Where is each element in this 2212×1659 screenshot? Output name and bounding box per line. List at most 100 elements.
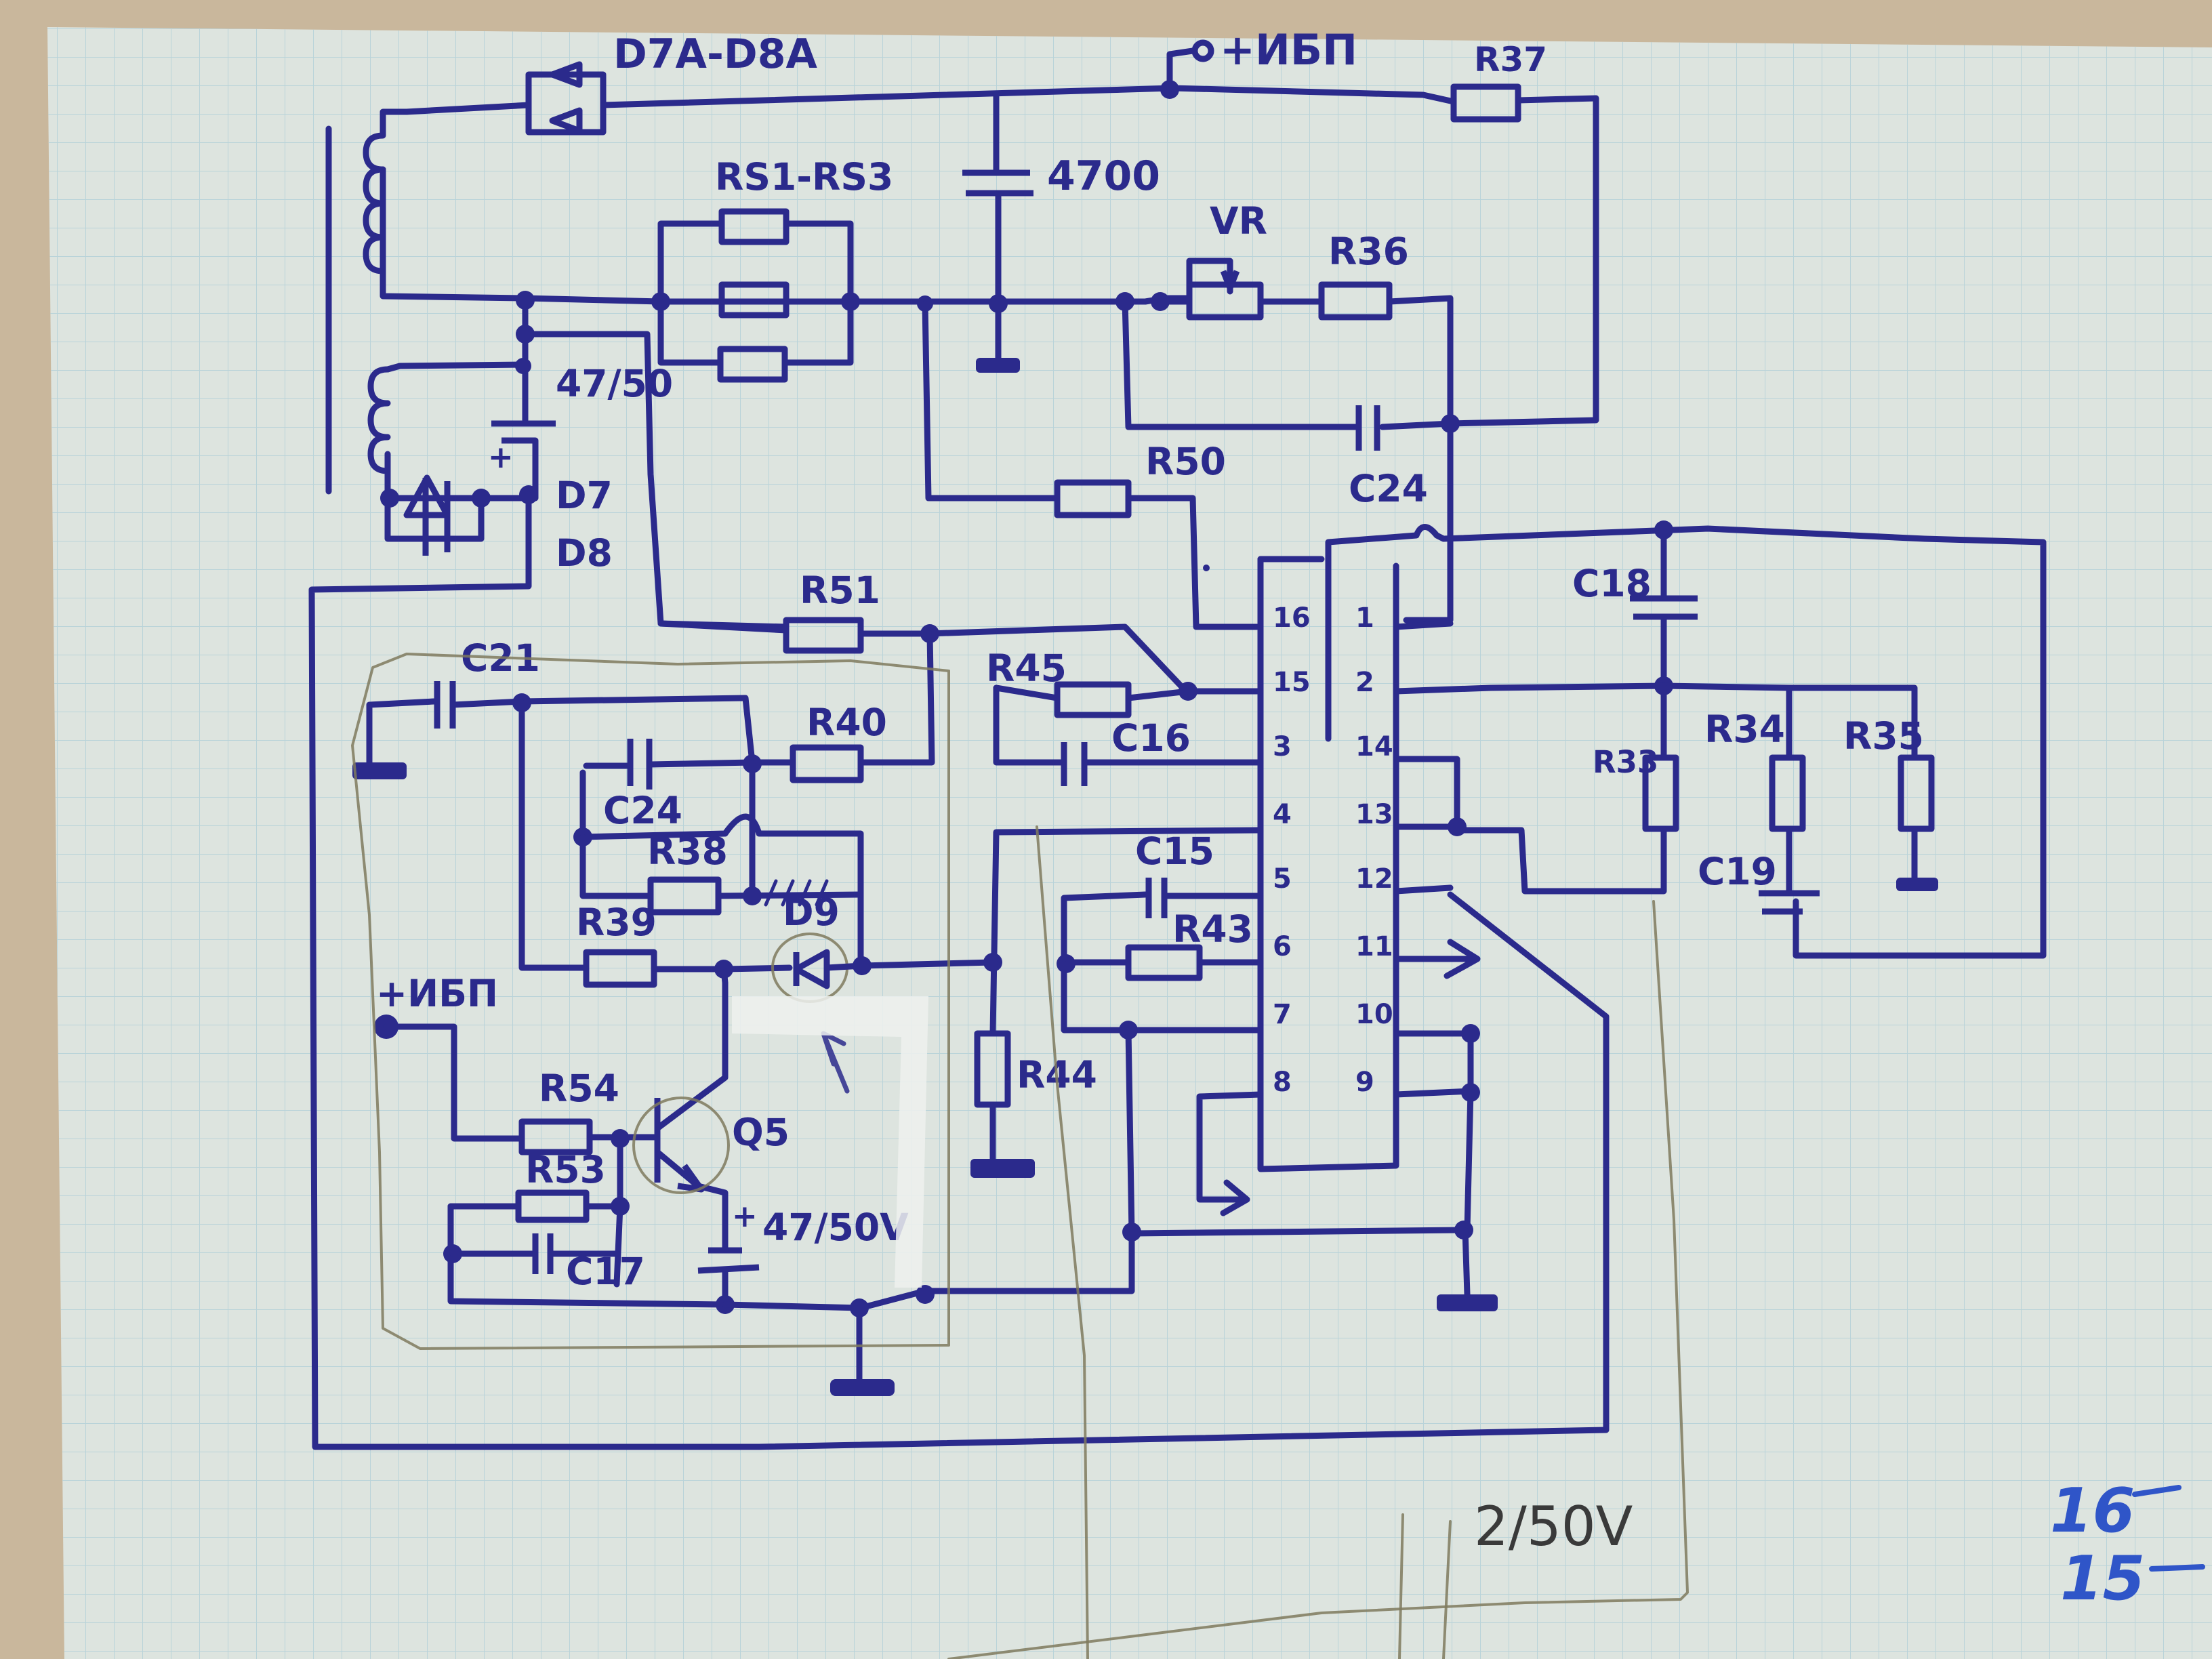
label-ibp-top: +ИБП xyxy=(1220,25,1357,75)
plus-sign: + xyxy=(488,439,514,475)
plus-sign: + xyxy=(732,1198,758,1234)
junction xyxy=(1441,414,1460,433)
wire xyxy=(583,759,796,769)
label-c19: C19 xyxy=(1698,850,1777,893)
junction xyxy=(853,956,872,975)
ground-icon xyxy=(1896,878,1938,891)
pencil-circle-q5 xyxy=(632,1097,730,1194)
transistor-q5-icon xyxy=(654,968,729,1216)
wire xyxy=(1393,682,1918,759)
wire xyxy=(1447,95,1599,427)
capacitor-c24-top-icon xyxy=(1355,405,1380,451)
wire xyxy=(922,300,1061,501)
pencil-wire xyxy=(947,900,1689,1659)
label-4700: 4700 xyxy=(1047,152,1160,200)
resistor-rs2 xyxy=(718,281,790,319)
wire xyxy=(857,623,1264,695)
junction xyxy=(1461,1083,1480,1102)
ground-icon xyxy=(970,1159,1035,1178)
label-r51: R51 xyxy=(800,569,880,612)
ic-pin-left-5: 5 xyxy=(1273,863,1292,895)
wire xyxy=(579,834,654,899)
wire xyxy=(403,102,532,115)
label-q5: Q5 xyxy=(732,1111,790,1154)
wire xyxy=(657,220,854,305)
wire xyxy=(384,361,529,373)
ground-icon xyxy=(352,762,407,779)
pencil-cap-line xyxy=(1398,1513,1452,1659)
ic-pin-left-4: 4 xyxy=(1273,799,1292,830)
wire xyxy=(308,491,1610,1450)
resistor-rs3 xyxy=(717,346,788,383)
ground-icon xyxy=(1437,1294,1498,1311)
diode-pair-d7a-d8a-icon xyxy=(525,61,607,136)
capacitor-c17-icon xyxy=(532,1233,554,1274)
ic-chip xyxy=(1257,524,2047,1172)
junction xyxy=(1122,1223,1141,1242)
wire xyxy=(518,699,590,971)
ic-pin-left-7: 7 xyxy=(1273,999,1292,1030)
ic-pin-right-9: 9 xyxy=(1355,1067,1374,1098)
label-d8: D8 xyxy=(556,531,613,575)
label-47-50-top: 47/50 xyxy=(556,362,673,405)
input-arrow-pin8-icon xyxy=(1196,1091,1264,1216)
ic-pin-right-12: 12 xyxy=(1355,863,1393,895)
ic-pin-left-16: 16 xyxy=(1273,602,1311,634)
label-c24-mid: C24 xyxy=(603,789,682,832)
wire xyxy=(1061,891,1149,962)
wire xyxy=(1393,620,1454,630)
resistor-r40 xyxy=(790,744,864,783)
wire xyxy=(1125,688,1191,701)
label-r53: R53 xyxy=(525,1148,606,1191)
junction xyxy=(916,1285,935,1304)
margin-note-15: 15 xyxy=(2060,1543,2145,1614)
label-c18: C18 xyxy=(1572,562,1652,605)
potentiometer-wiper-icon xyxy=(1220,270,1240,291)
pencil-outline xyxy=(351,653,950,1350)
wire xyxy=(1125,495,1261,630)
margin-dash xyxy=(2132,1485,2182,1497)
wire xyxy=(366,698,437,769)
label-pencil-cap: 2/50V xyxy=(1474,1495,1633,1558)
wire xyxy=(993,684,1064,766)
label-r39: R39 xyxy=(576,901,657,944)
wire xyxy=(989,827,1264,1037)
wire xyxy=(1393,884,1454,895)
label-d9: D9 xyxy=(783,890,840,934)
wire xyxy=(1393,756,1667,895)
capacitor-c19-icon xyxy=(1759,890,1820,915)
ground-icon xyxy=(976,358,1020,373)
wire xyxy=(657,298,854,366)
wire xyxy=(383,1023,525,1142)
label-rs1-rs3: RS1-RS3 xyxy=(715,155,893,199)
wire xyxy=(715,891,864,899)
junction xyxy=(515,358,531,374)
label-ibp-left: +ИБП xyxy=(376,972,498,1015)
correction-paint xyxy=(732,996,928,1288)
wire xyxy=(1462,1227,1471,1298)
capacitor-47-50-top-icon xyxy=(491,420,556,491)
label-r38: R38 xyxy=(647,830,728,873)
output-arrow-pin11-icon xyxy=(1393,939,1481,979)
junction xyxy=(611,1197,630,1216)
label-r43: R43 xyxy=(1172,907,1253,951)
ic-pin-right-1: 1 xyxy=(1355,602,1374,634)
label-c24-top: C24 xyxy=(1349,467,1428,510)
resistor-rs1 xyxy=(718,208,790,245)
label-d7a-d8a: D7A-D8A xyxy=(613,30,817,78)
pencil-wire xyxy=(1036,825,1089,1659)
wire xyxy=(657,620,790,634)
label-vr: VR xyxy=(1210,199,1267,243)
label-r35: R35 xyxy=(1843,714,1924,758)
wire xyxy=(1061,960,1264,1033)
wire xyxy=(384,495,485,542)
wire xyxy=(579,769,864,969)
wire xyxy=(1166,47,1196,93)
label-r37: R37 xyxy=(1474,40,1547,79)
label-c15: C15 xyxy=(1135,830,1214,873)
wire xyxy=(764,879,829,907)
wire xyxy=(1157,258,1233,305)
